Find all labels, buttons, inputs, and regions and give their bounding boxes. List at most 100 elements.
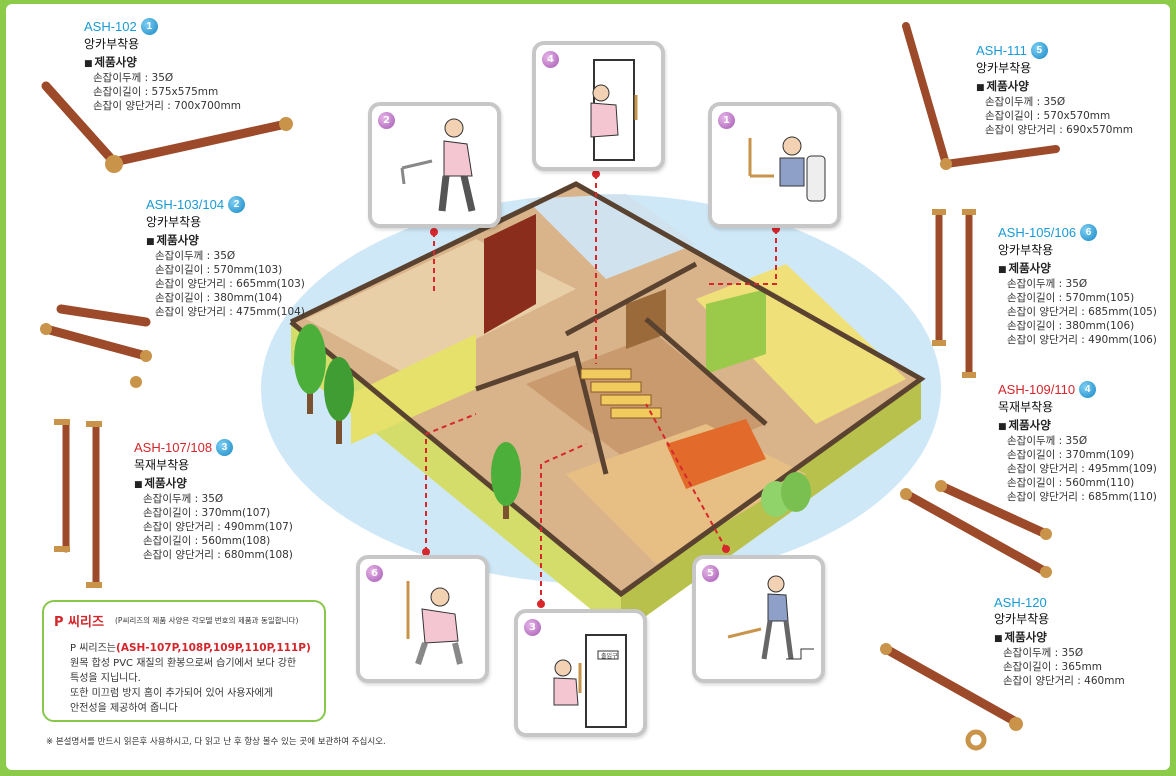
scene-illustration: 출입구 xyxy=(553,634,627,728)
p-series-line: 또한 미끄럼 방지 홈이 추가되어 있어 사용자에게 xyxy=(70,688,274,699)
spec-line: 손잡이 양단거리 : 460mm xyxy=(1003,675,1125,687)
spec-line: 손잡이길이 : 380mm(104) xyxy=(155,292,283,304)
p-series-line: 특성을 지닙니다. xyxy=(70,673,141,684)
rail-ash-105-106 xyxy=(932,209,976,378)
tree-left-2 xyxy=(324,357,354,444)
spec-heading: 제품사양 xyxy=(998,261,1157,277)
scene-panel-6: 6 xyxy=(356,555,489,683)
tree-left xyxy=(294,324,326,414)
spec-line: 손잡이길이 : 380mm(106) xyxy=(1007,320,1135,332)
spec-line: 손잡이 양단거리 : 700x700mm xyxy=(93,100,241,112)
spec-heading: 제품사양 xyxy=(134,476,293,492)
scene-illustration xyxy=(748,136,826,202)
scene-panel-3: 3 출입구 xyxy=(514,609,647,737)
spec-line: 손잡이 양단거리 : 495mm(109) xyxy=(1007,463,1157,475)
p-series-line: 원목 합성 PVC 재질의 환봉으로써 습기에서 보다 강한 xyxy=(70,658,297,669)
product-type: 앙카부착용 xyxy=(84,37,140,51)
spec-line: 손잡이 양단거리 : 665mm(103) xyxy=(155,278,305,290)
p-series-models: (ASH-107P,108P,109P,110P,111P) xyxy=(116,642,311,654)
spec-line: 손잡이 양단거리 : 690x570mm xyxy=(985,124,1133,136)
spec-line: 손잡이 양단거리 : 680mm(108) xyxy=(143,549,293,561)
spec-list: 손잡이두께 : 35Ø 손잡이길이 : 570x570mm 손잡이 양단거리 :… xyxy=(985,95,1133,137)
product-badge: 6 xyxy=(1080,224,1098,241)
spec-line: 손잡이 양단거리 : 475mm(104) xyxy=(155,306,305,318)
spec-line: 손잡이두께 : 35Ø xyxy=(985,96,1066,108)
product-type: 목재부착용 xyxy=(998,400,1054,414)
spec-line: 손잡이길이 : 570mm(103) xyxy=(155,264,283,276)
spec-heading: 제품사양 xyxy=(998,418,1157,434)
product-type: 앙카부착용 xyxy=(998,243,1054,257)
page-sheet: 2 4 1 6 xyxy=(6,4,1170,770)
spec-line: 손잡이길이 : 560mm(108) xyxy=(143,535,271,547)
spec-line: 손잡이두께 : 35Ø xyxy=(143,493,224,505)
spec-line: 손잡이두께 : 35Ø xyxy=(93,72,174,84)
spec-line: 손잡이두께 : 35Ø xyxy=(1007,435,1088,447)
scene-badge: 5 xyxy=(702,565,719,582)
footer-note: ※ 본설명서를 반드시 읽은후 사용하시고, 다 읽고 난 후 항상 볼수 있는… xyxy=(46,737,386,747)
scene-badge: 2 xyxy=(378,112,395,129)
house-illustration xyxy=(289,170,926,634)
product-type: 앙카부착용 xyxy=(994,612,1050,626)
spec-line: 손잡이길이 : 570mm(105) xyxy=(1007,292,1135,304)
product-badge: 2 xyxy=(228,196,246,213)
spec-line: 손잡이 양단거리 : 490mm(107) xyxy=(143,521,293,533)
spec-list: 손잡이두께 : 35Ø 손잡이길이 : 575x575mm 손잡이 양단거리 :… xyxy=(93,71,241,113)
spec-heading: 제품사양 xyxy=(976,79,1133,95)
scene-badge: 4 xyxy=(542,51,559,68)
spec-line: 손잡이두께 : 35Ø xyxy=(1007,278,1088,290)
scene-illustration xyxy=(590,59,638,161)
rail-ash-103-104 xyxy=(40,304,152,388)
rail-ash-120 xyxy=(880,643,1023,751)
product-code: ASH-120 xyxy=(994,595,1047,610)
product-type: 앙카부착용 xyxy=(146,215,202,229)
scene-illustration xyxy=(727,575,814,660)
spec-line: 손잡이길이 : 365mm xyxy=(1003,661,1103,673)
product-badge: 3 xyxy=(216,439,234,456)
product-type: 앙카부착용 xyxy=(976,61,1032,75)
product-type: 목재부착용 xyxy=(134,458,190,472)
spec-list: 손잡이두께 : 35Ø 손잡이길이 : 365mm 손잡이 양단거리 : 460… xyxy=(1003,646,1125,688)
scene-panel-4: 4 xyxy=(532,41,665,171)
spec-list: 손잡이두께 : 35Ø 손잡이길이 : 370mm(109) 손잡이 양단거리 … xyxy=(1007,434,1157,504)
tree-right xyxy=(761,472,811,517)
rail-ash-107-108 xyxy=(54,419,102,588)
spec-list: 손잡이두께 : 35Ø 손잡이길이 : 570mm(103) 손잡이 양단거리 … xyxy=(155,249,305,319)
spec-line: 손잡이길이 : 575x575mm xyxy=(93,86,219,98)
scene-panel-2: 2 xyxy=(368,102,501,228)
scene-badge: 6 xyxy=(366,565,383,582)
p-series-box: P 씨리즈 (P씨리즈의 제품 사양은 각모델 번호의 제품과 동일합니다) P… xyxy=(42,600,326,722)
spec-heading: 제품사양 xyxy=(84,55,241,71)
scene-illustration xyxy=(406,581,463,665)
product-badge: 1 xyxy=(140,18,158,35)
spec-heading: 제품사양 xyxy=(994,630,1125,646)
p-series-title: P 씨리즈 xyxy=(54,615,104,630)
door-sign: 출입구 xyxy=(601,652,618,660)
product-ash-120: ASH-120 앙카부착용 제품사양 손잡이두께 : 35Ø 손잡이길이 : 3… xyxy=(994,596,1125,688)
p-series-models-line: P 씨리즈는(ASH-107P,108P,109P,110P,111P) xyxy=(70,642,311,654)
spec-line: 손잡이 양단거리 : 490mm(106) xyxy=(1007,334,1157,346)
product-badge: 4 xyxy=(1079,381,1097,398)
tree-front xyxy=(491,442,521,519)
spec-list: 손잡이두께 : 35Ø 손잡이길이 : 570mm(105) 손잡이 양단거리 … xyxy=(1007,277,1157,347)
product-badge: 5 xyxy=(1030,42,1048,59)
spec-line: 손잡이두께 : 35Ø xyxy=(155,250,236,262)
scene-badge: 3 xyxy=(524,619,541,636)
spec-line: 손잡이길이 : 370mm(107) xyxy=(143,507,271,519)
spec-line: 손잡이길이 : 370mm(109) xyxy=(1007,449,1135,461)
rail-ash-109-110 xyxy=(900,480,1052,578)
spec-line: 손잡이두께 : 35Ø xyxy=(1003,647,1084,659)
spec-line: 손잡이 양단거리 : 685mm(110) xyxy=(1007,491,1157,503)
scene-panel-5: 5 xyxy=(692,555,825,683)
